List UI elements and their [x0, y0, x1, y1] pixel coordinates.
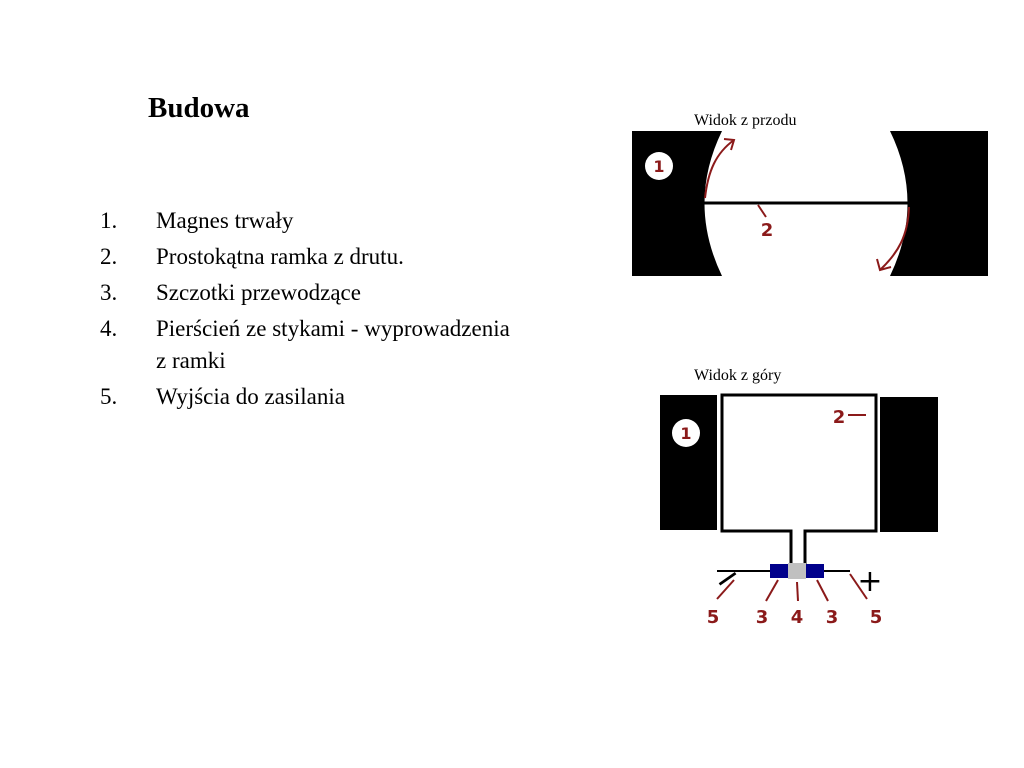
wire-frame	[720, 393, 878, 571]
leader-line	[716, 579, 735, 600]
plus-sign: +	[857, 564, 882, 599]
list-number: 5.	[100, 384, 118, 409]
list-text: Prostokątna ramka z drutu.	[156, 244, 404, 269]
magnet-marker-circle	[645, 152, 673, 180]
list-number: 1.	[100, 208, 118, 233]
magnet-marker-circle	[672, 419, 700, 447]
list-number: 3.	[100, 280, 118, 305]
frame-marker-label: 2	[833, 407, 846, 428]
bottom-label: 3	[826, 607, 839, 628]
list-number: 2.	[100, 244, 118, 269]
rotation-arrow-up	[704, 139, 735, 199]
list-item: 3. Szczotki przewodzące	[100, 277, 520, 309]
front-view-diagram: 1 2	[632, 131, 988, 276]
leader-line	[765, 579, 779, 602]
bottom-label: 4	[791, 607, 804, 628]
list-item: 5. Wyjścia do zasilania	[100, 381, 520, 413]
brush-left	[770, 564, 788, 578]
magnet-right	[880, 397, 938, 532]
rotation-arrow-down-head	[876, 258, 892, 272]
leader-line	[816, 579, 829, 602]
leader-line	[796, 581, 799, 602]
magnet-left	[660, 395, 717, 530]
magnet-marker-label: 1	[680, 424, 691, 443]
list-text: Szczotki przewodzące	[156, 280, 361, 305]
list-number: 4.	[100, 316, 118, 341]
leader-line	[849, 573, 868, 600]
slide-title: Budowa	[148, 92, 250, 124]
magnet-right	[890, 131, 988, 276]
minus-sign: —	[711, 562, 743, 595]
list-text: Pierścień ze stykami - wyprowadzenia z r…	[156, 316, 510, 373]
rotation-arrow-down	[879, 206, 910, 271]
frame-marker-label: 2	[761, 220, 774, 241]
list-item: 2. Prostokątna ramka z drutu.	[100, 241, 520, 273]
list-text: Wyjścia do zasilania	[156, 384, 345, 409]
frame-leader-line	[757, 204, 767, 218]
rotation-arrow-up-head	[723, 138, 736, 151]
top-view-diagram: — + 1 2 5 3 4 3 5	[660, 393, 938, 628]
front-view-caption: Widok z przodu	[694, 112, 797, 129]
brush-right	[806, 564, 824, 578]
bottom-label: 5	[870, 607, 883, 628]
component-list: 1. Magnes trwały 2. Prostokątna ramka z dr…	[100, 205, 520, 417]
magnet-marker-label: 1	[653, 157, 664, 176]
list-item: 4. Pierścień ze stykami - wyprowadzenia z…	[100, 313, 520, 377]
slip-ring	[788, 563, 806, 579]
bottom-label: 3	[756, 607, 769, 628]
list-item: 1. Magnes trwały	[100, 205, 520, 237]
bottom-label: 5	[707, 607, 720, 628]
list-text: Magnes trwały	[156, 208, 294, 233]
top-view-caption: Widok z góry	[694, 367, 782, 384]
